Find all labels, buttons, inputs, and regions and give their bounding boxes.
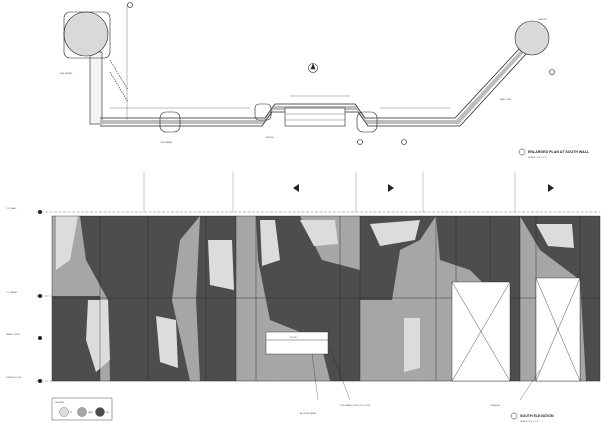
level-marker-icon	[38, 379, 42, 383]
opening-cross	[535, 277, 581, 382]
section-arrow-icon	[293, 184, 299, 192]
plan-bench	[284, 107, 346, 127]
legend-label: DK	[106, 412, 110, 414]
legend: LEGEND LT MED DK	[51, 397, 113, 421]
plan-note: CANOPY	[538, 18, 548, 21]
access-panel	[265, 331, 329, 355]
legend-title: LEGEND	[55, 402, 64, 404]
openings	[265, 277, 581, 382]
elevation-title-marker-icon	[510, 412, 518, 420]
plan-title: ENLARGED PLAN AT SOUTH WALL	[528, 150, 590, 154]
plan-note: SEE DETAIL	[60, 72, 73, 75]
plan-notes: CANOPY BENCH TILE PANEL WALL LINE SEE DE…	[60, 18, 590, 159]
level-label: T.O. PANEL	[6, 291, 18, 294]
right-canopy-circle	[514, 20, 550, 56]
left-canopy-box	[63, 11, 111, 59]
legend-swatch-dark	[95, 407, 105, 417]
level-label: PANEL JOINT	[6, 333, 21, 336]
plan-title-marker-icon	[518, 148, 526, 156]
plan-wall	[100, 47, 527, 127]
elevation-view: T.O. WALL T.O. PANEL PANEL JOINT FINISH …	[6, 172, 601, 423]
callout-note: TILE PANEL WITH CUT-OUTS	[340, 404, 371, 407]
light-shapes	[56, 216, 574, 372]
legend-label: LT	[70, 412, 73, 414]
elevation-title: SOUTH ELEVATION	[520, 414, 554, 418]
callout-note: ACCESS PANEL	[300, 412, 317, 415]
section-arrows	[293, 184, 554, 192]
legend-label: MED	[88, 412, 93, 414]
light-shape	[156, 316, 178, 368]
plan-node-left	[159, 111, 181, 133]
section-arrow-icon	[388, 184, 394, 192]
dark-shape	[80, 216, 148, 381]
section-marker-icon	[549, 69, 555, 75]
light-shape	[208, 240, 234, 290]
level-markers: T.O. WALL T.O. PANEL PANEL JOINT FINISH …	[6, 207, 42, 383]
light-shape	[56, 216, 78, 270]
light-shape	[260, 220, 280, 266]
plan-view	[63, 2, 555, 145]
plan-note: TILE PANEL	[160, 141, 173, 144]
plan-note: WALL LINE	[500, 98, 512, 101]
leader-line	[329, 347, 351, 401]
leader-line	[311, 353, 319, 401]
light-shape	[404, 318, 420, 372]
legend-swatch-medium	[77, 407, 87, 417]
callout-note: OPENING	[490, 405, 500, 407]
north-arrow-pointer	[310, 63, 316, 70]
left-column	[89, 51, 103, 125]
level-marker-icon	[38, 210, 42, 214]
dark-shape	[256, 216, 360, 381]
legend-swatch-light	[59, 407, 69, 417]
leader-line	[519, 369, 541, 401]
level-label: T.O. WALL	[6, 207, 17, 210]
dark-shape	[436, 216, 520, 381]
light-shape	[370, 220, 420, 246]
panel-joints	[51, 215, 601, 382]
plan-note: BENCH	[266, 137, 274, 139]
elevation-callouts: TILE PANEL WITH CUT-OUTS ACCESS PANEL OP…	[290, 337, 554, 423]
elevation-scale: SCALE: 1/4" = 1'-0"	[520, 420, 539, 423]
level-marker-icon	[38, 294, 42, 298]
plan-node-center	[356, 111, 378, 133]
left-canopy-circle	[63, 11, 109, 57]
section-marker-icon	[127, 2, 133, 8]
plan-scale: SCALE: 1/4" = 1'-0"	[528, 156, 547, 159]
section-marker-icon	[357, 139, 363, 145]
dark-shapes	[52, 216, 600, 381]
light-shape	[300, 220, 338, 246]
grid-lines	[143, 172, 516, 212]
wall-outline	[51, 215, 601, 382]
section-marker-icon	[401, 139, 407, 145]
opening-cross	[451, 281, 511, 382]
level-label: FINISH FLOOR	[6, 377, 22, 379]
plan-hatch-left	[109, 59, 129, 103]
door-sign: DOOR	[290, 337, 297, 339]
level-marker-icon	[38, 336, 42, 340]
light-shape	[536, 224, 574, 248]
light-shape	[86, 300, 110, 372]
section-arrow-icon	[548, 184, 554, 192]
plan-node-right	[254, 103, 272, 121]
